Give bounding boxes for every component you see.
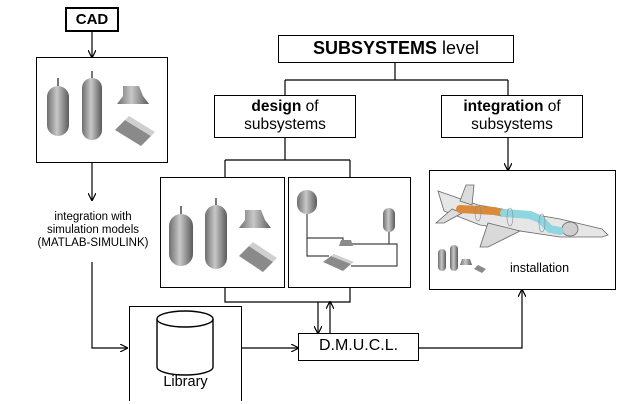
block-icon (239, 246, 273, 272)
nozzle-icon (117, 86, 149, 104)
tank-icon (47, 86, 69, 136)
design-models-box (160, 177, 285, 288)
valve-icon (339, 240, 353, 246)
installation-box: installation (429, 170, 616, 290)
tank-models-illustration (169, 198, 277, 272)
design-of-subsystems-label: design of subsystems (244, 98, 326, 134)
tank-icon (450, 245, 458, 271)
tank-icon (205, 205, 227, 269)
schematic-box (288, 177, 411, 288)
installation-label: installation (510, 261, 570, 275)
library-label: Library (163, 374, 208, 390)
database-icon (156, 310, 214, 376)
subsystems-level-box: SUBSYSTEMS level (278, 35, 514, 63)
nozzle-icon (460, 259, 472, 265)
tank-icon (169, 214, 193, 266)
block-icon (323, 256, 351, 271)
pipe-cyan (500, 209, 564, 235)
simulation-label: integration with simulation models (MATL… (37, 211, 149, 250)
cad-box: CAD (65, 7, 119, 32)
library-box: Library (129, 306, 242, 401)
cad-models-box (36, 57, 168, 163)
subsystems-level-label: SUBSYSTEMS level (312, 38, 480, 58)
integration-of-subsystems-box: integration of subsystems (441, 95, 583, 138)
block-icon (115, 120, 151, 146)
pipe-orange (456, 205, 508, 217)
dmucl-label: D.M.U.C.L. (318, 337, 399, 354)
tank-models-illustration (47, 71, 155, 146)
cad-label: CAD (75, 11, 109, 28)
tank-icon (82, 78, 102, 140)
dmucl-box: D.M.U.C.L. (298, 333, 419, 361)
aircraft-installation-illustration (434, 184, 609, 273)
tank-icon (297, 190, 317, 214)
piping-schematic (297, 190, 398, 271)
block-icon (474, 265, 486, 273)
nozzle-icon (239, 210, 271, 228)
integration-of-subsystems-label: integration of subsystems (463, 98, 561, 134)
tank-icon (383, 208, 395, 232)
tank-icon (438, 249, 446, 271)
design-of-subsystems-box: design of subsystems (214, 95, 356, 138)
